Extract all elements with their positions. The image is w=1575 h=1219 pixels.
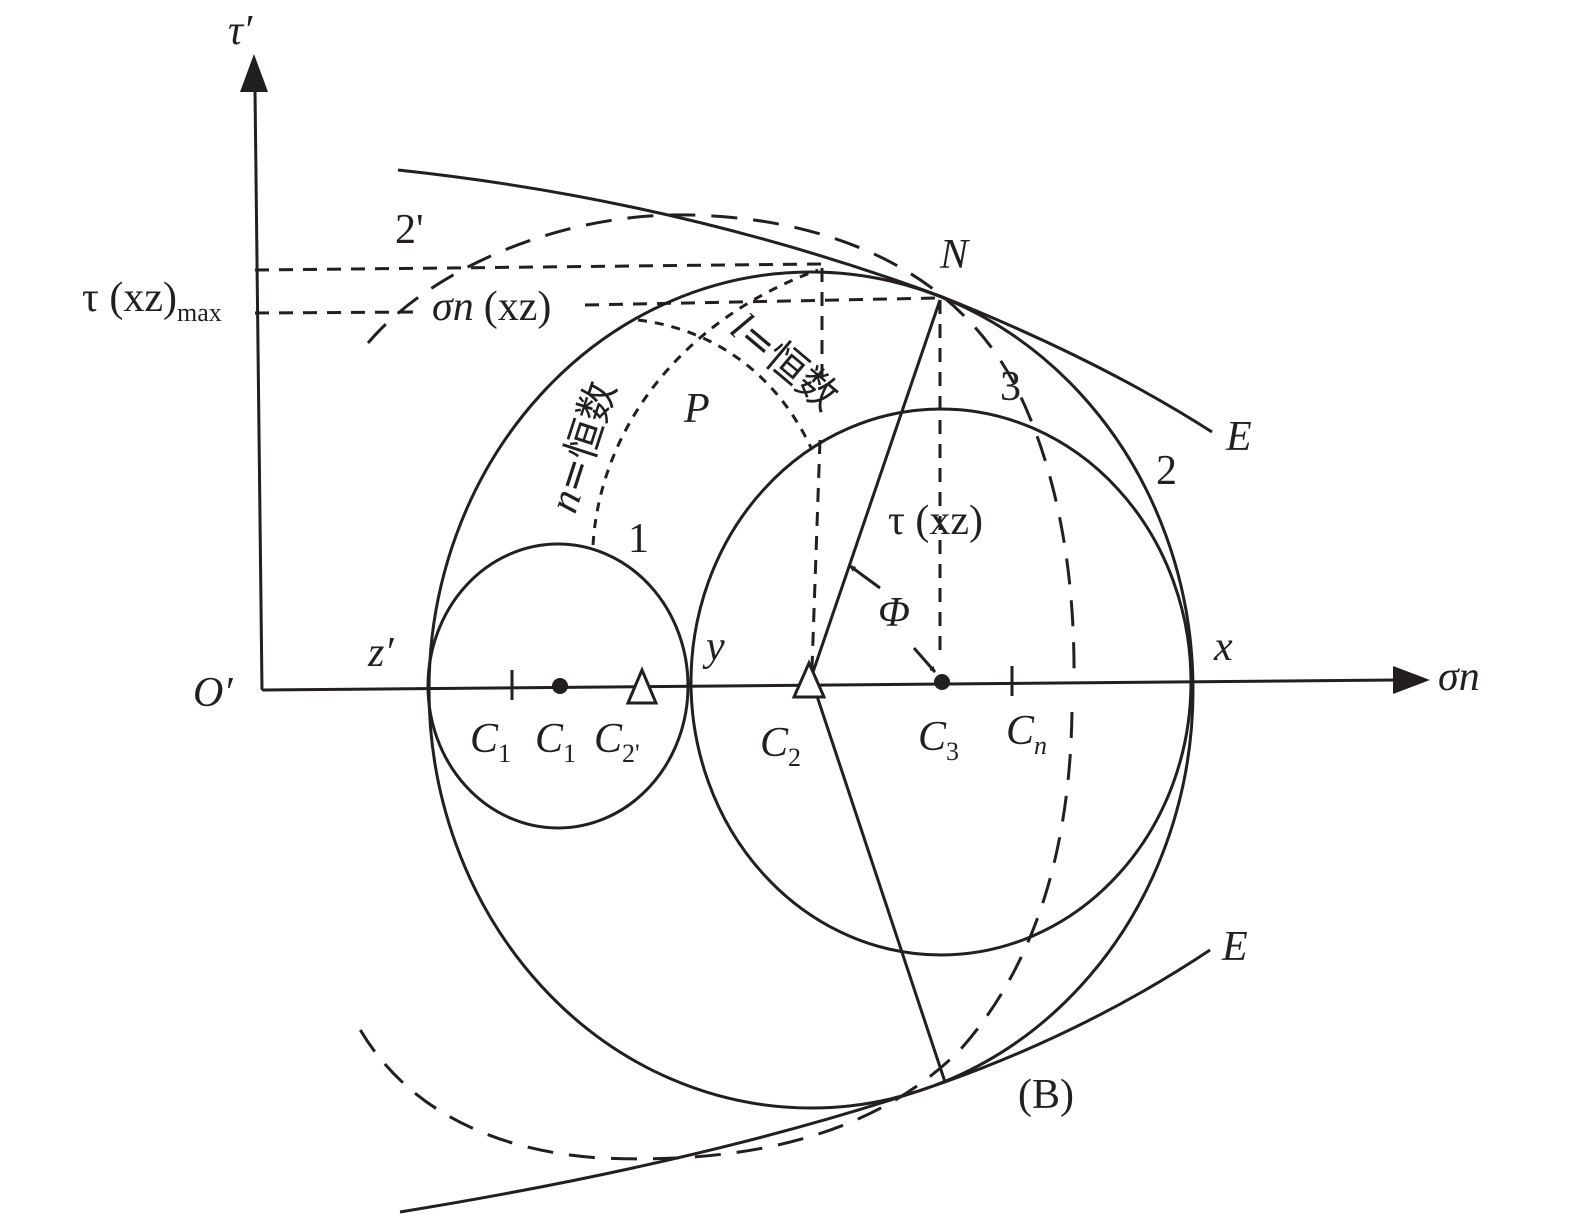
phi-label: Φ xyxy=(878,590,910,636)
c1-point-label: C1 xyxy=(535,716,576,768)
tau-axis-arrowhead xyxy=(240,54,268,92)
c2-vertical-guide-lower xyxy=(810,439,822,669)
sigma-axis xyxy=(261,678,1396,692)
sigma-n-xz-guide-right xyxy=(584,296,939,307)
z-prime-label: z′ xyxy=(367,630,394,676)
envelope-top-curve xyxy=(397,168,1213,434)
phi-arrow-lower xyxy=(912,647,937,673)
c2prime-label: C2' xyxy=(594,716,640,768)
c1-point xyxy=(552,678,568,694)
c3-point xyxy=(934,674,950,690)
pole-line-lower xyxy=(809,677,947,1083)
c1-tick-label: C1 xyxy=(470,716,511,768)
phi-arrow-upper xyxy=(849,564,881,590)
sigma-axis-arrowhead xyxy=(1393,666,1430,694)
origin-label: O′ xyxy=(193,670,233,716)
c2-label: C2 xyxy=(760,720,801,772)
c2prime-triangle xyxy=(625,666,659,705)
sigma-n-xz-label: σn(xz) xyxy=(432,284,551,330)
circle-2prime-label: 2' xyxy=(395,207,424,253)
envelope-top-label: E xyxy=(1225,414,1252,460)
envelope-bottom-curve xyxy=(399,948,1211,1214)
figure-tag-label: (B) xyxy=(1018,1072,1074,1118)
tau-axis xyxy=(253,89,264,691)
circle-2prime-dashed-upper xyxy=(366,213,1076,681)
circle-1-label: 1 xyxy=(628,516,649,562)
sigma-axis-label: σn xyxy=(1438,654,1480,700)
tau-axis-label: τ′ xyxy=(228,8,253,54)
y-label: y xyxy=(702,624,725,670)
tau-xz-max-guide xyxy=(254,262,823,272)
cn-label: Cn xyxy=(1006,708,1047,760)
c3-label: C3 xyxy=(918,714,959,766)
point-p-label: P xyxy=(683,386,710,432)
point-n-label: N xyxy=(939,232,970,278)
x-label: x xyxy=(1213,624,1233,670)
circle-3-label: 3 xyxy=(1000,364,1021,410)
n-constant-arc xyxy=(591,268,819,546)
pole-line-upper xyxy=(809,299,942,679)
c2-triangle xyxy=(791,659,827,699)
tau-xz-label: τ (xz) xyxy=(888,498,983,544)
tau-xz-max-label: τ (xz)max xyxy=(82,275,222,327)
circle-2prime-dashed-lower xyxy=(356,711,1074,1161)
n-constant-label: n=恒数 xyxy=(541,376,626,518)
circle-2-label: 2 xyxy=(1156,448,1177,494)
circle-large xyxy=(427,270,1195,1110)
sigma-n-xz-guide-left xyxy=(254,310,421,315)
envelope-bottom-label: E xyxy=(1221,924,1248,970)
